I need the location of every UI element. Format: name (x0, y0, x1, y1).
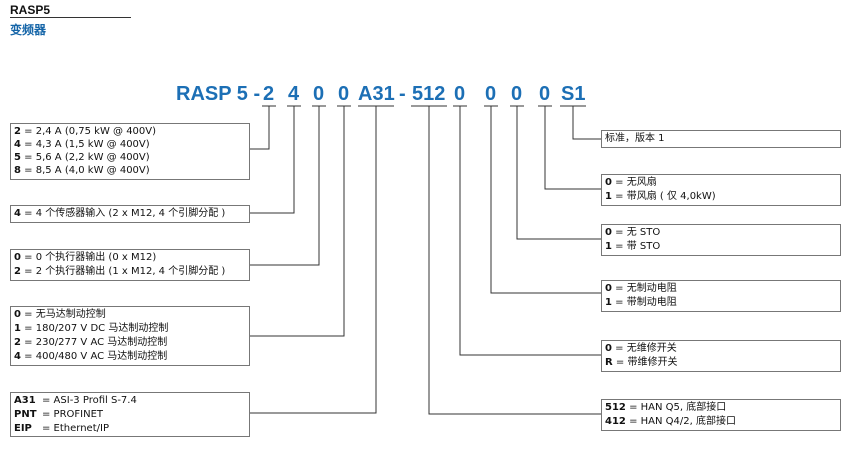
option-row: 0 = 无维修开关 (605, 343, 677, 354)
option-row: 1 = 180/207 V DC 马达制动控制 (14, 323, 169, 334)
box-sensor: 4 = 4 个传感器输入 (2 x M12, 4 个引脚分配 ) (10, 205, 250, 223)
option-row: 8 = 8,5 A (4,0 kW @ 400V) (14, 165, 150, 176)
option-row: 0 = 无制动电阻 (605, 283, 677, 294)
code-current: 2 (263, 83, 275, 105)
code-bus: A31 (358, 83, 395, 105)
option-row: 2 = 2,4 A (0,75 kW @ 400V) (14, 126, 157, 137)
box-bus: A31= ASI-3 Profil S-7.4 PNT= PROFINET EI… (10, 392, 250, 437)
option-row: 4 = 4,3 A (1,5 kW @ 400V) (14, 139, 150, 150)
box-version: 标准，版本 1 (601, 130, 841, 148)
title-rule (10, 17, 131, 18)
box-actuator: 0 = 0 个执行器输出 (0 x M12) 2 = 2 个执行器输出 (1 x… (10, 249, 250, 281)
option-row: 0 = 无风扇 (605, 177, 657, 188)
option-row: 2 = 2 个执行器输出 (1 x M12, 4 个引脚分配 ) (14, 266, 226, 277)
code-sto: 0 (511, 83, 523, 105)
option-row: 1 = 带 STO (605, 241, 661, 252)
option-row: 2 = 230/277 V AC 马达制动控制 (14, 337, 168, 348)
box-brake-control: 0 = 无马达制动控制 1 = 180/207 V DC 马达制动控制 2 = … (10, 306, 250, 366)
option-row: 0 = 无 STO (605, 227, 661, 238)
option-row: 512 = HAN Q5, 底部接口 (605, 402, 727, 413)
box-fan: 0 = 无风扇 1 = 带风扇 ( 仅 4,0kW) (601, 174, 841, 206)
code-version: S1 (561, 83, 586, 105)
code-prefix: RASP 5 - (176, 83, 261, 105)
code-switch: 0 (454, 83, 466, 105)
code-fan: 0 (539, 83, 551, 105)
code-brake: 0 (338, 83, 350, 105)
product-subtitle: 变频器 (10, 23, 47, 37)
box-sto: 0 = 无 STO 1 = 带 STO (601, 224, 841, 256)
code-sensor: 4 (288, 83, 300, 105)
option-row: 412 = HAN Q4/2, 底部接口 (605, 416, 736, 427)
code-actuator: 0 (313, 83, 325, 105)
option-row: 0 = 0 个执行器输出 (0 x M12) (14, 252, 157, 263)
box-brake-resistor: 0 = 无制动电阻 1 = 带制动电阻 (601, 280, 841, 312)
option-row: 1 = 带风扇 ( 仅 4,0kW) (605, 191, 716, 202)
box-service-switch: 0 = 无维修开关 R = 带维修开关 (601, 340, 841, 372)
option-row: 4 = 4 个传感器输入 (2 x M12, 4 个引脚分配 ) (14, 208, 226, 219)
product-title: RASP5 (10, 3, 51, 17)
box-connector: 512 = HAN Q5, 底部接口 412 = HAN Q4/2, 底部接口 (601, 399, 841, 431)
option-row: A31= ASI-3 Profil S-7.4 (14, 395, 137, 406)
code-resistor: 0 (485, 83, 497, 105)
option-row: R = 带维修开关 (605, 357, 678, 368)
code-connector: 512 (412, 83, 446, 105)
code-dash: - (399, 83, 406, 105)
option-row: 4 = 400/480 V AC 马达制动控制 (14, 351, 168, 362)
box-current: 2 = 2,4 A (0,75 kW @ 400V) 4 = 4,3 A (1,… (10, 123, 250, 180)
option-row: 1 = 带制动电阻 (605, 297, 677, 308)
option-row: PNT= PROFINET (14, 409, 104, 420)
option-row: EIP= Ethernet/IP (14, 423, 109, 434)
option-row: 5 = 5,6 A (2,2 kW @ 400V) (14, 152, 150, 163)
option-row: 0 = 无马达制动控制 (14, 309, 106, 320)
option-row: 标准，版本 1 (605, 133, 665, 144)
